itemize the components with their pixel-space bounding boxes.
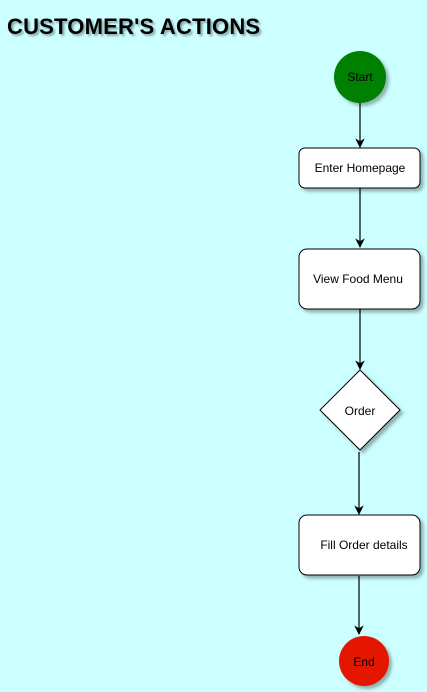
fill-order-node: Fill Order details <box>298 514 421 576</box>
start-node: Start <box>334 51 386 103</box>
food-menu-label: View Food Menu <box>313 272 403 286</box>
end-node: End <box>339 636 389 686</box>
homepage-node: Enter Homepage <box>298 147 421 189</box>
start-label: Start <box>347 70 373 84</box>
homepage-label: Enter Homepage <box>315 161 406 175</box>
order-label: Order <box>345 404 376 418</box>
fill-order-label: Fill Order details <box>320 538 407 552</box>
food-menu-node: View Food Menu <box>298 248 421 310</box>
end-label: End <box>353 655 374 669</box>
order-decision-node: Order <box>319 369 401 451</box>
diagram-title: CUSTOMER'S ACTIONS <box>7 14 261 39</box>
